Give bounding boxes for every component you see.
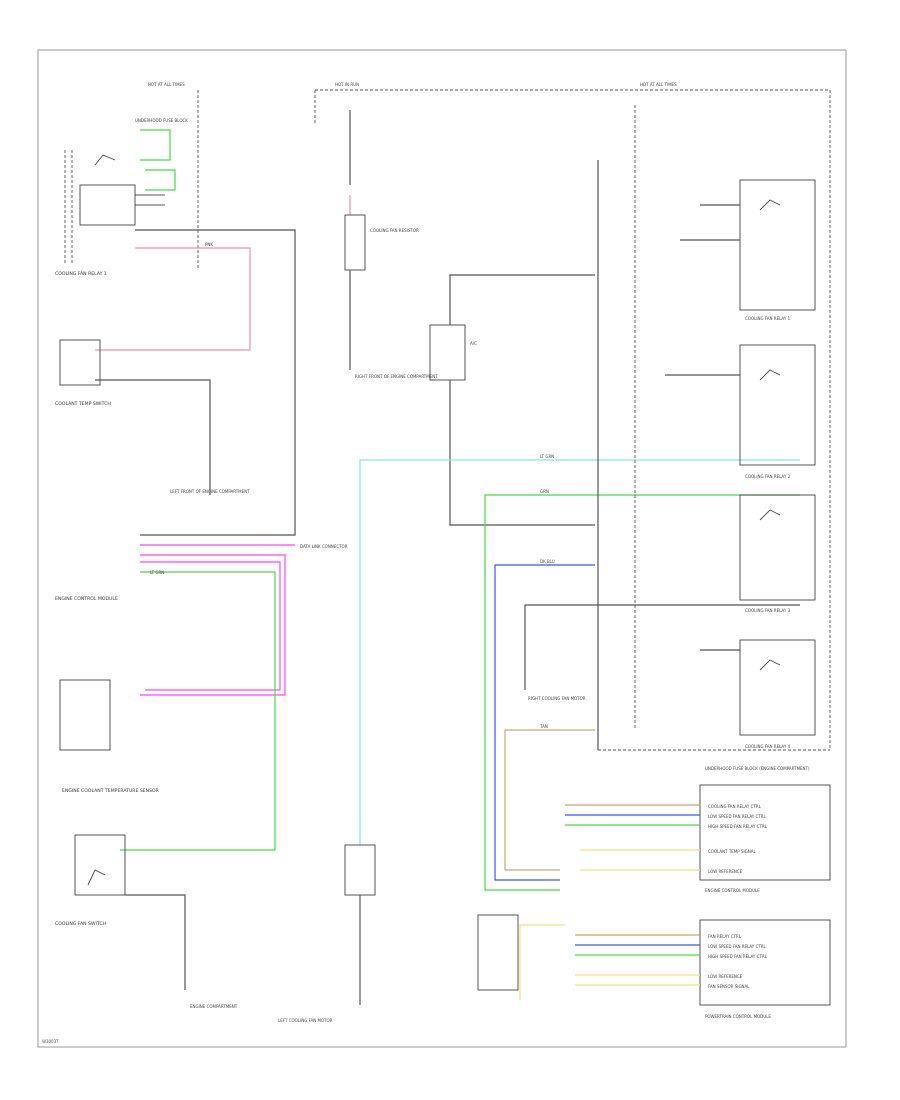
svg-text:GRN: GRN	[540, 489, 549, 494]
wire-pink	[95, 247, 251, 351]
data-link-label: DATA LINK CONNECTOR	[300, 544, 348, 549]
svg-text:TAN: TAN	[539, 724, 548, 729]
relay-3-label: COOLING FAN RELAY 3	[745, 608, 791, 613]
ground-left-label: LEFT FRONT OF ENGINE COMPARTMENT	[170, 489, 250, 494]
svg-text:LT GRN: LT GRN	[540, 454, 554, 459]
relay-4-label: COOLING FAN RELAY 4	[745, 744, 791, 749]
fan-temp-switch-label: COOLANT TEMP SWITCH	[55, 401, 111, 407]
svg-text:COOLANT TEMP SIGNAL: COOLANT TEMP SIGNAL	[708, 849, 757, 854]
resistor-label: COOLING FAN RESISTOR	[370, 228, 419, 233]
underhood-fuse-right-label: UNDERHOOD FUSE BLOCK (ENGINE COMPARTMENT…	[705, 766, 810, 771]
temp-sensor-label: ENGINE COOLANT TEMPERATURE SENSOR	[62, 788, 160, 794]
ground-center-label: ENGINE COMPARTMENT	[190, 1004, 238, 1009]
svg-text:LOW REFERENCE: LOW REFERENCE	[708, 974, 743, 979]
wire-cyan	[359, 459, 800, 845]
svg-text:DK BLU: DK BLU	[540, 559, 555, 564]
relay-left-box	[79, 184, 136, 226]
hot-top-left-label: HOT AT ALL TIMES	[148, 82, 185, 87]
powertrain-label: POWERTRAIN CONTROL MODULE	[705, 1014, 771, 1019]
svg-text:PNK: PNK	[205, 242, 213, 247]
module-label: A/C	[470, 341, 477, 346]
relay-1-label: COOLING FAN RELAY 1	[745, 316, 791, 321]
svg-text:FAN SENSOR SIGNAL: FAN SENSOR SIGNAL	[708, 984, 750, 989]
frame-id: W3003T	[42, 1039, 59, 1044]
cooling-fan-switch-label: COOLING FAN SWITCH	[55, 921, 106, 927]
left-cooling-fan-label: LEFT COOLING FAN MOTOR	[278, 1018, 333, 1023]
svg-text:LOW REFERENCE: LOW REFERENCE	[708, 869, 743, 874]
svg-text:LT GRN: LT GRN	[150, 570, 164, 575]
underhood-fuse-left-label: UNDERHOOD FUSE BLOCK	[135, 118, 188, 123]
svg-text:HIGH SPEED FAN RELAY CTRL: HIGH SPEED FAN RELAY CTRL	[708, 824, 768, 829]
svg-text:LOW SPEED FAN RELAY CTRL: LOW SPEED FAN RELAY CTRL	[708, 944, 767, 949]
hot-top-right-label: HOT AT ALL TIMES	[640, 82, 677, 87]
ground-right-label: RIGHT FRONT OF ENGINE COMPARTMENT	[355, 374, 438, 379]
svg-text:FAN RELAY CTRL: FAN RELAY CTRL	[708, 934, 742, 939]
svg-text:LOW SPEED FAN RELAY CTRL: LOW SPEED FAN RELAY CTRL	[708, 814, 767, 819]
ecm-label: ENGINE CONTROL MODULE	[55, 596, 118, 602]
hot-run-label: HOT IN RUN	[335, 82, 359, 87]
svg-text:COOLING FAN RELAY CTRL: COOLING FAN RELAY CTRL	[708, 804, 762, 809]
ecm-right-label: ENGINE CONTROL MODULE	[705, 888, 760, 893]
diagram-frame	[37, 49, 847, 1048]
right-cooling-fan-label: RIGHT COOLING FAN MOTOR	[528, 696, 586, 701]
relay-2-label: COOLING FAN RELAY 2	[745, 474, 791, 479]
relay-left-label: COOLING FAN RELAY 1	[55, 271, 107, 277]
svg-text:HIGH SPEED FAN RELAY CTRL: HIGH SPEED FAN RELAY CTRL	[708, 954, 768, 959]
